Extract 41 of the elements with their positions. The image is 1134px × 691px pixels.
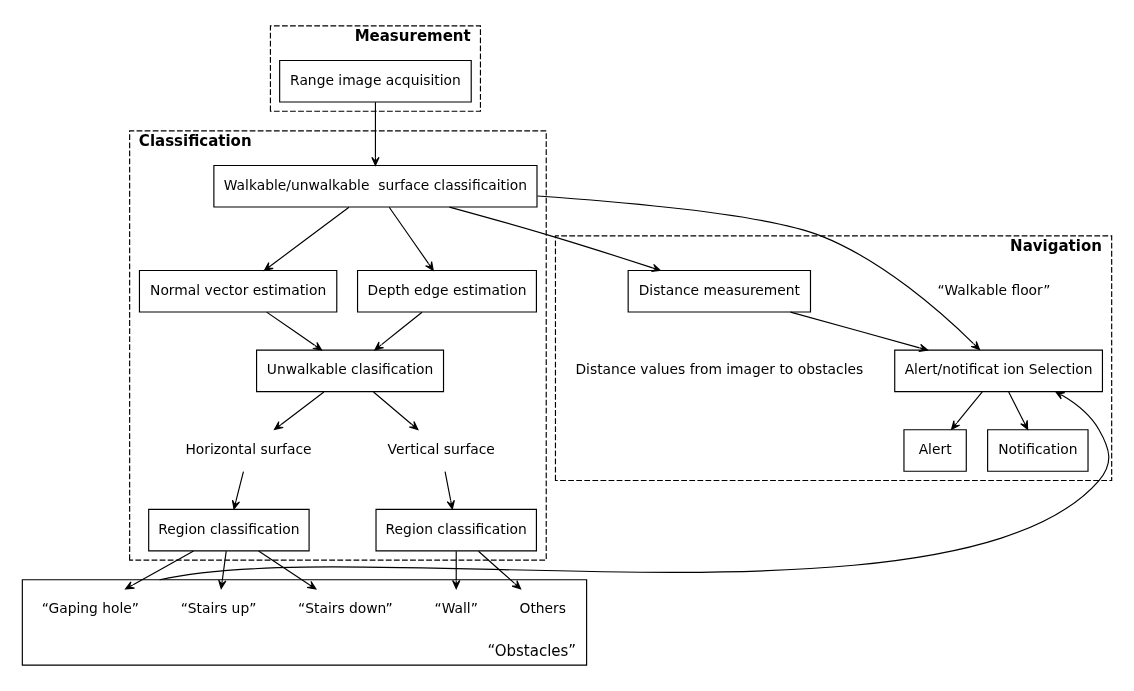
node-box: Region classification — [375, 508, 537, 552]
arrow — [274, 391, 325, 431]
node-box: Unwalkable clasification — [256, 349, 445, 393]
arrow — [1008, 391, 1029, 430]
arrow — [448, 206, 661, 272]
arrow — [477, 550, 522, 590]
arrow — [388, 206, 434, 271]
node-text: Vertical surface — [387, 441, 495, 458]
arrow — [789, 311, 929, 352]
arrow — [266, 311, 323, 351]
label: Distance values from imager to obstacles — [575, 361, 864, 378]
node-box: Depth edge estimation — [356, 269, 537, 313]
edge-label: “Walkable floor” — [937, 281, 1051, 298]
arrow — [951, 391, 983, 430]
arrow — [374, 311, 423, 351]
node-label: “Obstacles” — [487, 642, 577, 661]
arrow — [452, 550, 461, 590]
arrow — [218, 550, 227, 590]
node-box: Notification — [987, 429, 1089, 472]
node-text: Horizontal surface — [185, 441, 312, 458]
arrow — [371, 101, 380, 166]
node-text: Others — [519, 600, 566, 617]
node-text: “Stairs down” — [298, 600, 393, 617]
arrow — [536, 195, 981, 351]
node-text: “Gaping hole” — [41, 600, 139, 617]
node-box: Region classification — [148, 508, 310, 552]
arrow — [258, 550, 317, 590]
node-text: “Wall” — [434, 600, 478, 617]
node-box: Range image acquisition — [279, 59, 472, 103]
node-box: Alert/notificat ion Selection — [894, 349, 1104, 393]
node-text: “Stairs up” — [180, 600, 257, 617]
node-box: Normal vector estimation — [138, 269, 338, 313]
arrow — [231, 471, 245, 510]
arrow — [372, 391, 419, 431]
arrow — [159, 391, 1110, 581]
node-box: Walkable/unwalkable surface classificaition — [213, 164, 538, 208]
arrow — [263, 206, 350, 271]
arrow — [444, 471, 455, 510]
arrow — [125, 550, 195, 590]
node-box: Alert — [903, 429, 967, 472]
node-box: Distance measurement — [627, 269, 812, 313]
